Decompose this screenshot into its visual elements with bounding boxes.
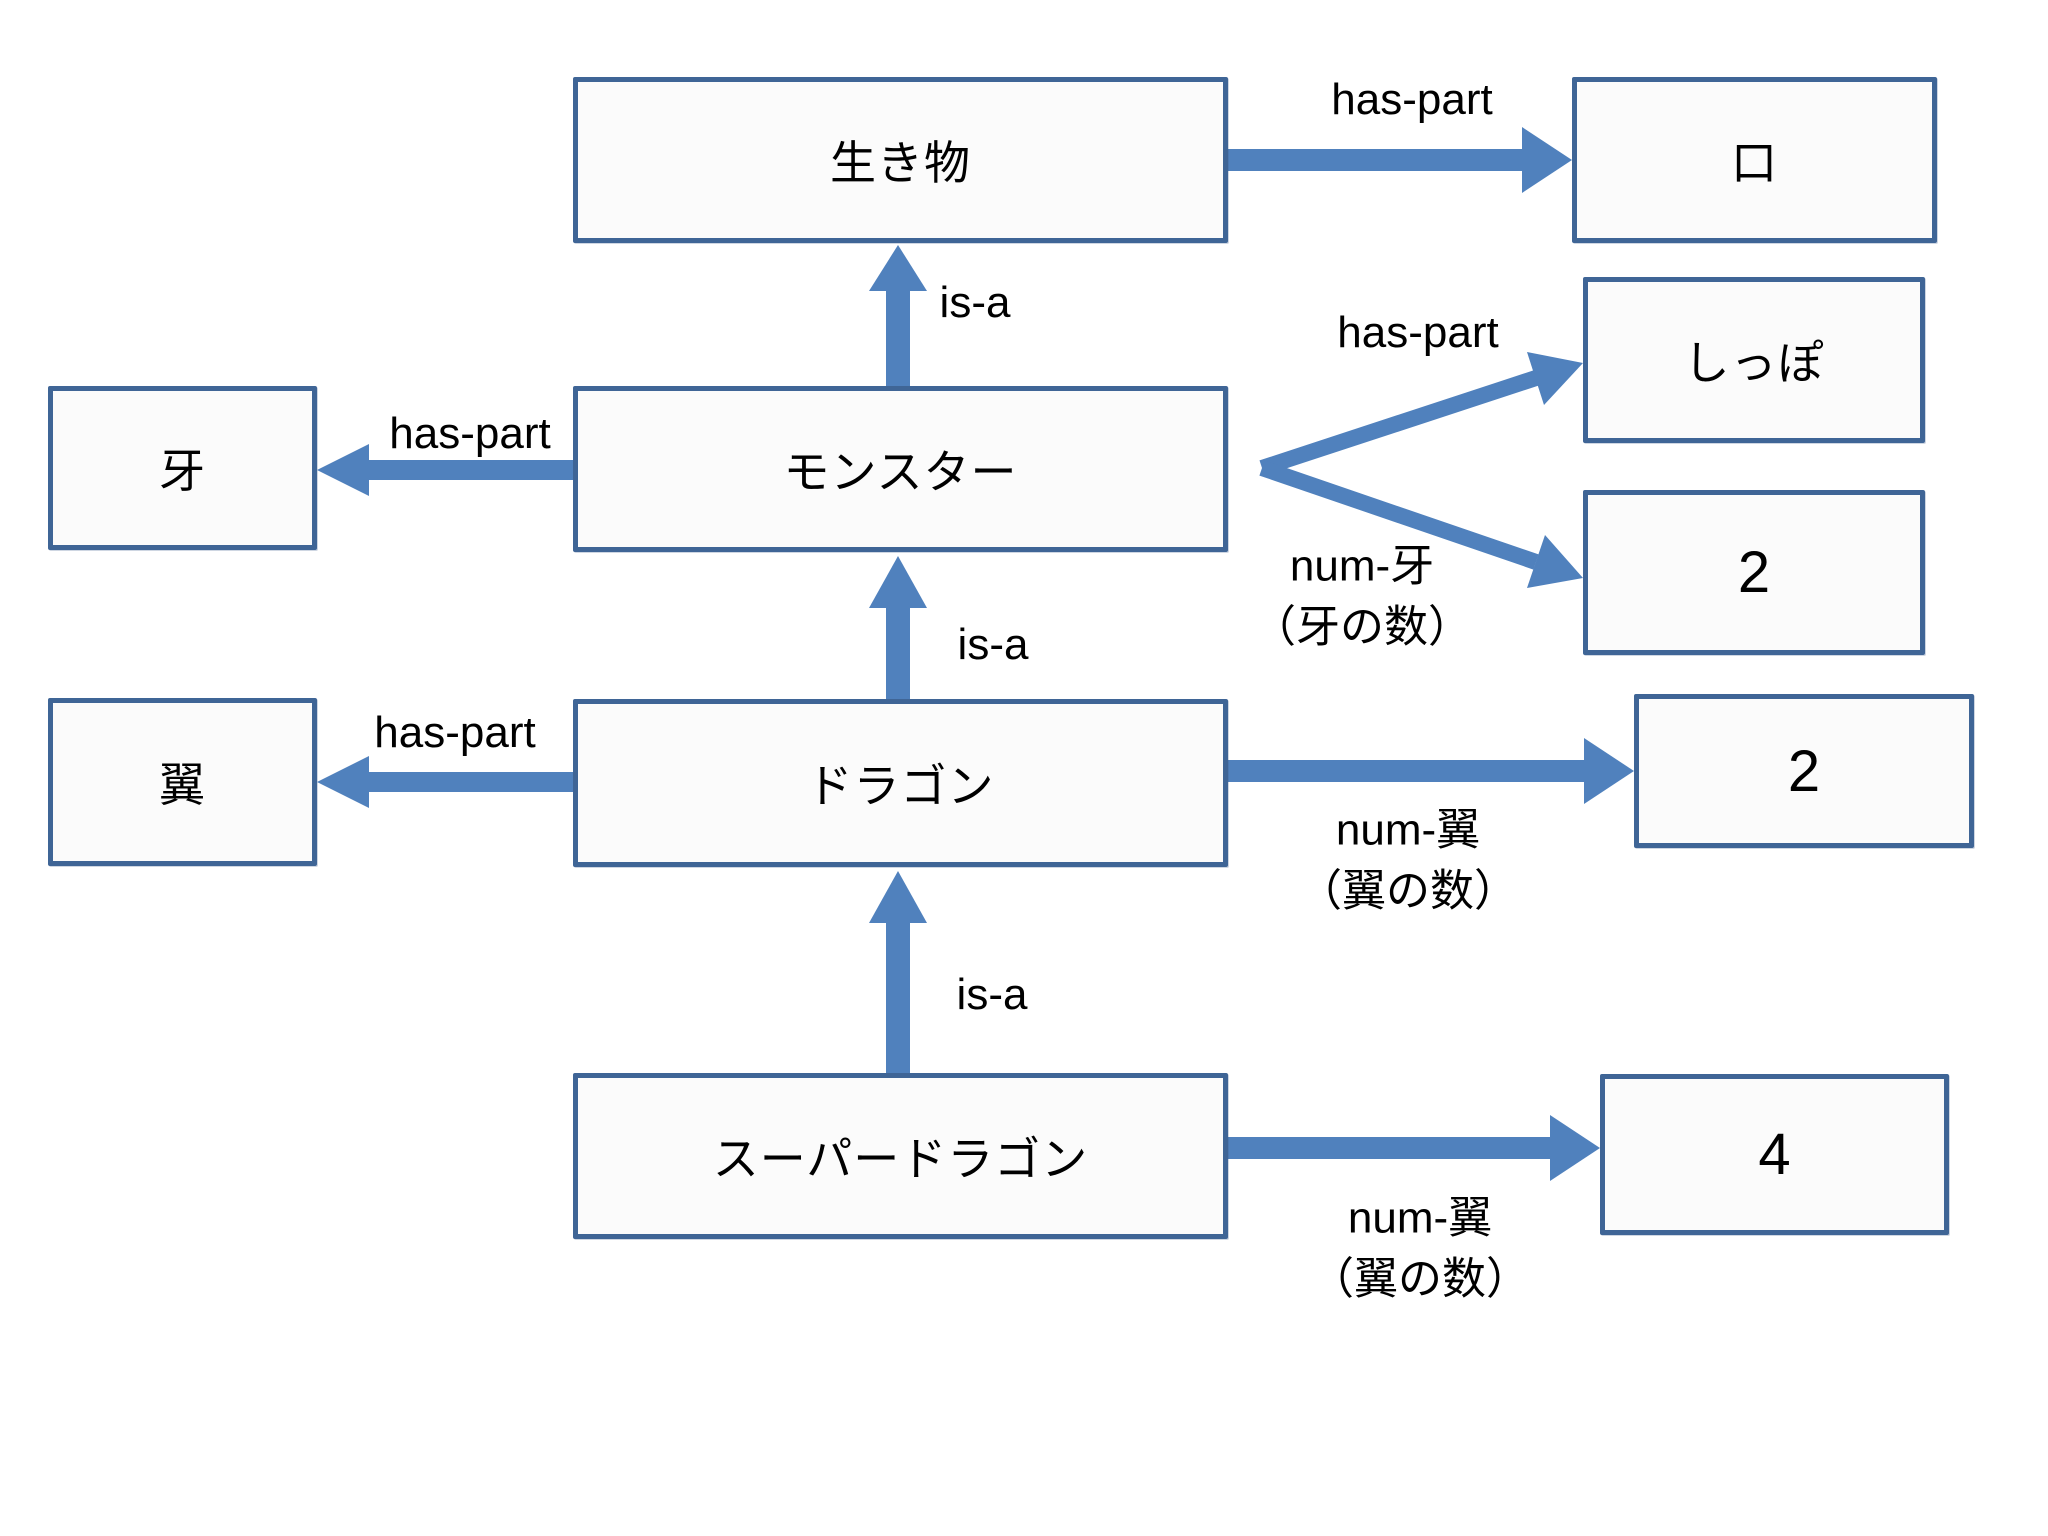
node-ikimono-label: 生き物 [830,137,971,189]
arrow-isa-monster-ikimono [869,245,927,389]
edge-label-haspart-ikimono-kuchi: has-part [1331,75,1493,124]
node-ikimono: 生き物 [573,77,1228,243]
edge-label-isa-dragon-monster: is-a [957,620,1029,669]
arrow-haspart-ikimono-kuchi [1228,127,1572,193]
edge-label-haspart-monster-shippo: has-part [1337,308,1499,357]
node-kiba: 牙 [48,386,317,550]
arrow-isa-superdragon-dragon [869,871,927,1075]
node-monster: モンスター [573,386,1228,552]
node-kuchi: 口 [1572,77,1937,243]
node-tsubasa-label: 翼 [159,759,206,811]
edge-label-isa-superdragon-dragon: is-a [956,970,1028,1019]
num-tsubasa-line1: num-翼 [1335,805,1481,855]
num-kiba-line2: （牙の数） [1252,602,1472,651]
arrow-num-tsubasa-dragon-2 [1228,738,1634,804]
node-dragon-label: ドラゴン [806,760,995,812]
arrow-num-tsubasa-superdragon-4 [1228,1115,1600,1181]
arrow-haspart-monster-shippo [1259,352,1583,476]
node-shippo-label: しっぽ [1683,337,1825,389]
node-kiba-count: 2 [1583,490,1925,655]
node-tsubasa: 翼 [48,698,317,866]
node-tsubasa-count: 2 [1634,694,1974,848]
num-kiba-line1: num-牙 [1289,541,1435,591]
node-super-dragon-label: スーパードラゴン [712,1133,1089,1185]
node-super-dragon: スーパードラゴン [573,1073,1228,1239]
node-monster-label: モンスター [783,446,1018,498]
num-super-tsubasa-line1: num-翼 [1347,1193,1493,1243]
edge-label-haspart-monster-kiba: has-part [389,409,551,458]
edge-label-haspart-dragon-tsubasa: has-part [374,708,536,757]
num-tsubasa-line2: （翼の数） [1298,866,1518,915]
node-tsubasa-count-label: 2 [1787,738,1821,804]
node-dragon: ドラゴン [573,699,1228,867]
node-super-tsubasa-count: 4 [1600,1074,1949,1235]
node-super-tsubasa-count-label: 4 [1758,1122,1791,1187]
node-kuchi-label: 口 [1731,137,1778,189]
edge-label-num-tsubasa-superdragon: num-翼 （翼の数） [1310,1188,1530,1309]
edge-label-num-tsubasa-dragon: num-翼 （翼の数） [1298,800,1518,921]
arrow-haspart-dragon-tsubasa [317,756,576,808]
num-super-tsubasa-line2: （翼の数） [1310,1254,1530,1303]
edge-label-num-kiba: num-牙 （牙の数） [1252,536,1472,657]
node-shippo: しっぽ [1583,277,1925,443]
node-kiba-count-label: 2 [1737,540,1771,605]
arrow-isa-dragon-monster [869,556,927,701]
node-kiba-label: 牙 [159,445,206,497]
edge-label-isa-monster-ikimono: is-a [939,278,1011,327]
